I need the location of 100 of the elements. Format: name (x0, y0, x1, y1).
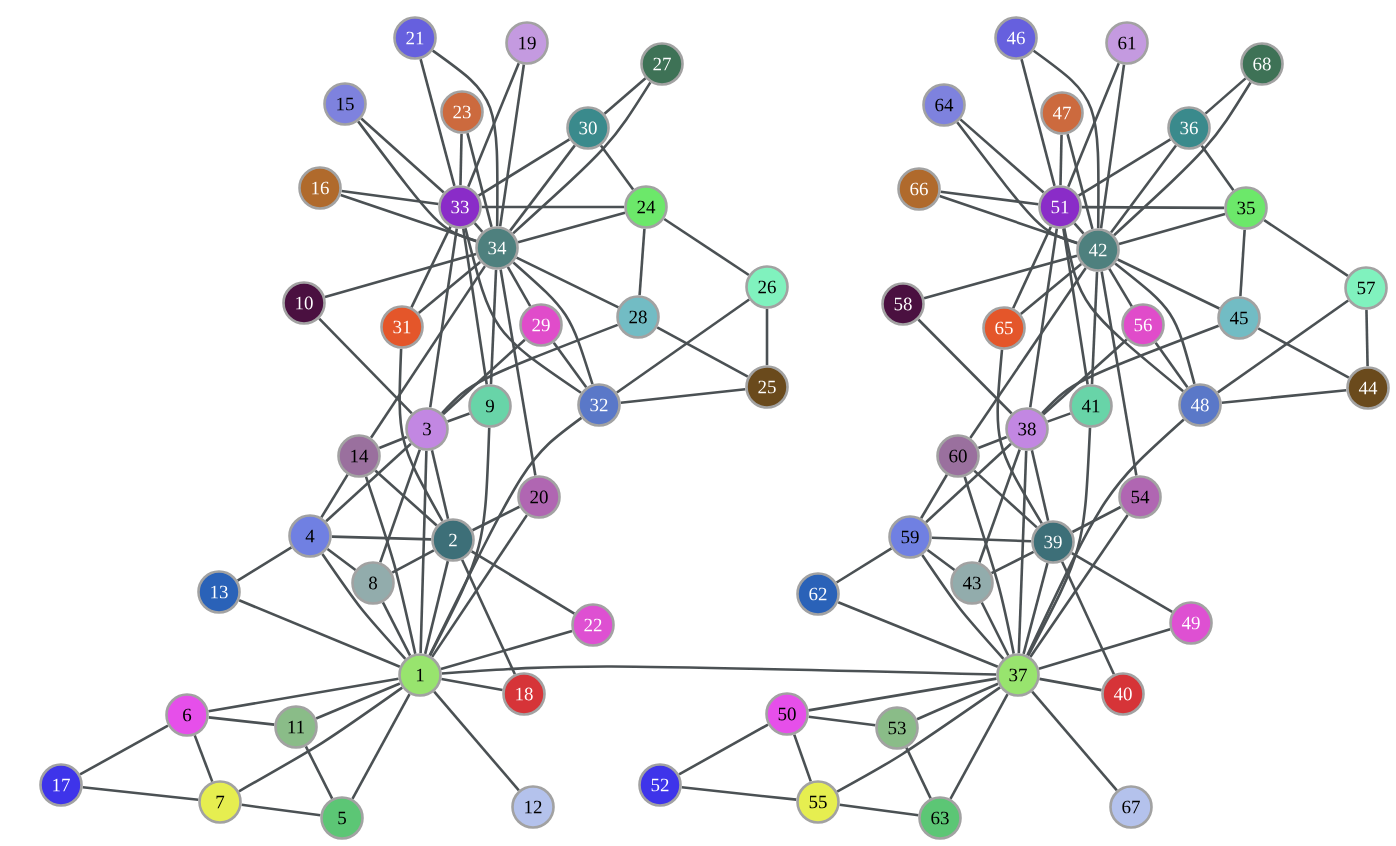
graph-node: 54 (1118, 475, 1162, 519)
edge-line (516, 256, 619, 309)
graph-node: 21 (393, 16, 437, 60)
graph-node: 60 (936, 434, 980, 478)
edge-line (238, 599, 401, 668)
edge-line (423, 560, 450, 655)
edge-line (506, 266, 532, 307)
edge-line (1030, 449, 1050, 522)
edge-line (949, 693, 1009, 800)
edge-line (1066, 133, 1094, 230)
graph-node: 48 (1178, 383, 1222, 427)
edge-line (1031, 690, 1118, 792)
graph-node: 6 (165, 693, 209, 737)
edge-line (1038, 628, 1171, 670)
edge-line (1026, 418, 1185, 656)
edge-line (464, 227, 582, 394)
edge-line (1022, 562, 1049, 655)
graph-node: 7 (198, 780, 242, 824)
edge-line (1027, 427, 1092, 657)
edge-line (793, 734, 812, 782)
edge-line (1059, 134, 1063, 186)
edge-line (1019, 262, 1083, 316)
edge-line (466, 132, 493, 228)
edge-line (351, 693, 411, 800)
edge-line (419, 58, 456, 187)
edge-line (1012, 226, 1053, 309)
edge-line (1042, 338, 1128, 416)
edge-line (467, 62, 520, 188)
edge-line (931, 536, 1032, 543)
edge-line (969, 267, 1087, 439)
edge-line (1081, 205, 1225, 210)
edge-line (973, 469, 1038, 529)
edge-line (836, 686, 1001, 793)
edge-line (916, 682, 999, 721)
graph-node: 3 (405, 407, 449, 451)
edge-line (678, 723, 769, 776)
edge-line (82, 786, 199, 801)
graph-node: 38 (1005, 407, 1049, 451)
graph-node: 27 (640, 42, 684, 86)
edge-line (357, 120, 477, 243)
graph-node: 11 (274, 705, 318, 749)
edge-line (837, 600, 999, 669)
edge-line (1113, 81, 1252, 237)
graph-node: 13 (197, 570, 241, 614)
edge-line (432, 49, 499, 227)
edge-line (940, 190, 1039, 206)
edge-line (477, 138, 571, 197)
edge-line (460, 559, 517, 675)
graph-node: 28 (616, 295, 660, 339)
graph-node: 17 (39, 763, 83, 807)
edge-line (663, 217, 750, 277)
edge-line (498, 64, 526, 227)
graph-node: 23 (440, 90, 484, 134)
graph-node: 16 (298, 166, 342, 210)
edge-line (917, 318, 1013, 415)
edge-line (340, 193, 477, 243)
edge-line (326, 548, 357, 571)
edge-line (517, 211, 626, 244)
graph-node: 4 (288, 514, 332, 558)
graph-node: 62 (796, 572, 840, 616)
edge-line (978, 449, 1021, 563)
edge-line (419, 450, 428, 654)
edge-line (374, 469, 438, 527)
edge-line (959, 118, 1045, 194)
graph-node: 8 (351, 561, 395, 605)
edge-line (1020, 58, 1056, 187)
edge-line (320, 473, 349, 519)
graph-node: 43 (950, 561, 994, 605)
edge-line (1365, 309, 1369, 367)
edge-line (1028, 228, 1059, 408)
edge-line (1204, 77, 1247, 115)
edge-line (331, 535, 432, 541)
graph-node: 19 (505, 21, 549, 65)
edge-line (364, 476, 417, 654)
graph-node: 44 (1346, 366, 1390, 410)
edge-line (441, 665, 997, 676)
edge-line (1073, 222, 1085, 235)
edge-line (1047, 412, 1071, 423)
edge-line (459, 133, 463, 186)
edge-line (1257, 327, 1350, 379)
graph-node: 51 (1038, 185, 1082, 229)
edge-line (440, 629, 573, 671)
edge-line (1100, 271, 1138, 476)
edge-line (1071, 505, 1122, 534)
graph-node: 65 (982, 306, 1026, 350)
graph-node: 59 (888, 515, 932, 559)
edge-line (1200, 145, 1235, 191)
graph-node: 50 (765, 692, 809, 736)
edge-line (1239, 229, 1246, 297)
edge-line (1221, 388, 1347, 405)
edge-line (441, 677, 503, 692)
edge-line (765, 308, 769, 366)
graph-node: 12 (511, 785, 555, 829)
graph-node: 39 (1031, 520, 1075, 564)
edge-line (499, 269, 537, 476)
edge-line (430, 449, 450, 520)
graph-node: 36 (1167, 106, 1211, 150)
graph-node: 42 (1076, 228, 1120, 272)
edge-line (1114, 262, 1196, 385)
graph-node: 67 (1109, 785, 1153, 829)
